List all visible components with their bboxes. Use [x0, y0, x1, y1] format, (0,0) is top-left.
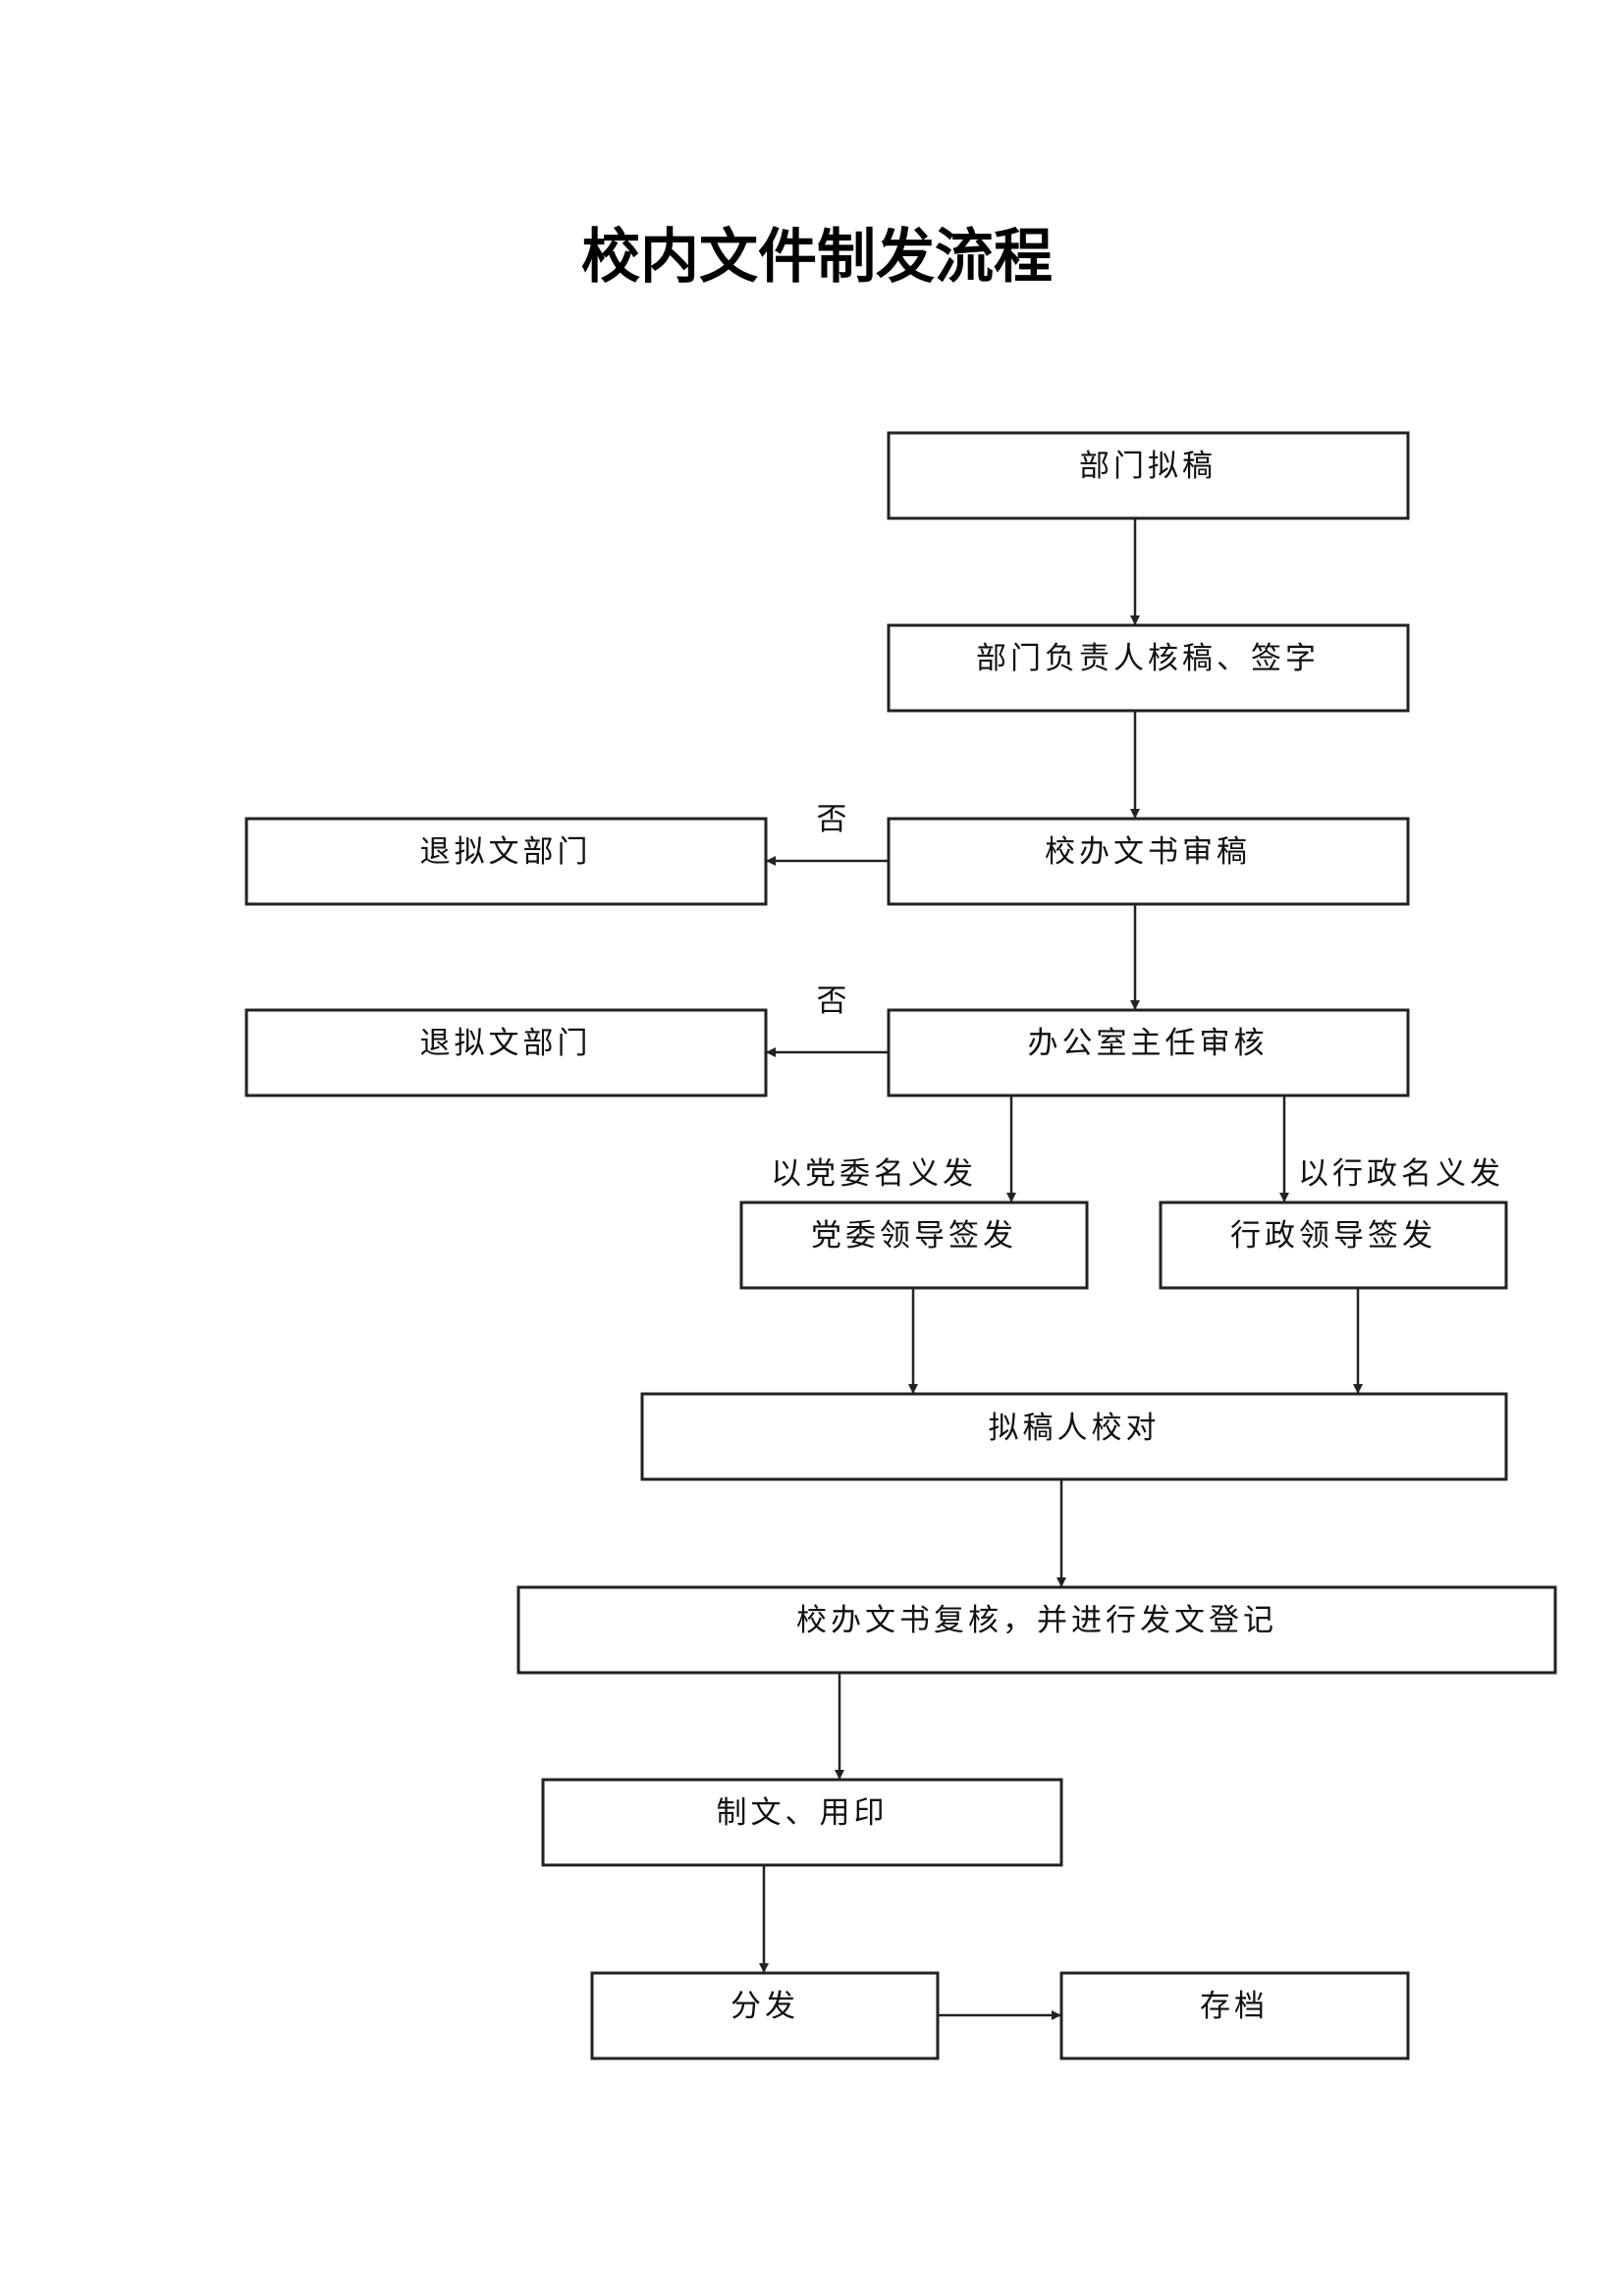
- node-secretary-review: 校办文书审稿: [887, 817, 1410, 906]
- node-distribute: 分发: [590, 1971, 940, 2060]
- node-produce: 制文、用印: [541, 1778, 1063, 1867]
- node-label: 部门拟稿: [1079, 449, 1217, 484]
- edge-label-admin: 以行政名义发: [1298, 1156, 1504, 1192]
- node-label: 党委领导签发: [811, 1218, 1017, 1254]
- node-proofread: 拟稿人校对: [640, 1392, 1508, 1481]
- node-label: 退拟文部门: [420, 1026, 592, 1061]
- edge-label-no: 否: [817, 984, 851, 1019]
- node-label: 部门负责人核稿、签字: [976, 641, 1320, 676]
- node-reject-2: 退拟文部门: [244, 1008, 768, 1097]
- edge-label-party: 以党委名义发: [771, 1156, 977, 1192]
- node-admin-sign: 行政领导签发: [1159, 1201, 1508, 1290]
- node-label: 校办文书审稿: [1045, 834, 1251, 870]
- node-director-review: 办公室主任审核: [887, 1008, 1410, 1097]
- node-dept-head: 部门负责人核稿、签字: [887, 623, 1410, 713]
- node-reject-1: 退拟文部门: [244, 817, 768, 906]
- node-draft: 部门拟稿: [887, 431, 1410, 520]
- node-label: 校办文书复核，并进行发文登记: [796, 1603, 1277, 1638]
- node-party-sign: 党委领导签发: [739, 1201, 1089, 1290]
- node-label: 行政领导签发: [1230, 1218, 1436, 1254]
- page-title: 校内文件制发流程: [581, 223, 1053, 292]
- node-label: 分发: [731, 1989, 799, 2024]
- node-label: 退拟文部门: [420, 834, 592, 870]
- node-label: 拟稿人校对: [989, 1411, 1161, 1446]
- edge-label-no: 否: [817, 802, 851, 837]
- node-recheck: 校办文书复核，并进行发文登记: [516, 1585, 1557, 1675]
- node-archive: 存档: [1059, 1971, 1410, 2060]
- node-label: 办公室主任审核: [1028, 1026, 1269, 1061]
- node-label: 存档: [1200, 1989, 1269, 2024]
- node-label: 制文、用印: [717, 1795, 889, 1831]
